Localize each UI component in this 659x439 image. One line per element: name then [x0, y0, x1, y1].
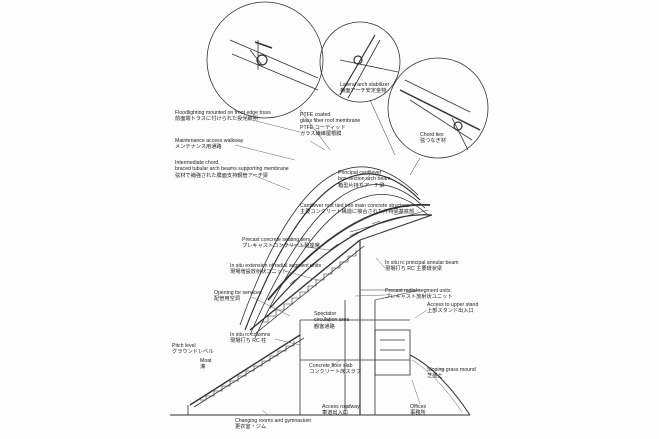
label-rc-columns: In situ rc columns 現場打ち RC 柱 — [230, 332, 270, 345]
label-concrete-floor-slab: Concrete floor slab コンクリート床スラブ — [309, 363, 361, 376]
label-intermediate-jp: 弦材で補強された膜面支持鋼管アーチ梁 — [175, 172, 269, 179]
label-access-upper-stand: Access to upper stand 上部スタンド出入口 — [427, 302, 478, 315]
label-changing-rooms: Changing rooms and gymnasium 更衣室・ジム — [235, 418, 311, 431]
label-offices: Offices 事務所 — [410, 404, 426, 417]
label-chord-ties: Chord ties 弦つなぎ材 — [420, 132, 446, 145]
label-pitch-en: Pitch level — [172, 343, 196, 349]
label-ptfe-jp1: PTFE コーティッド — [300, 124, 346, 131]
label-floor-slab-jp: コンクリート床スラブ — [309, 369, 361, 376]
label-columns-en: In situ rc columns — [230, 332, 271, 338]
label-radial-ext-en: In situ extension of radial segment unit… — [230, 263, 322, 269]
label-intermediate-en1: Intermediate chord, — [175, 160, 220, 166]
label-upper-stand-en: Access to upper stand — [427, 302, 479, 308]
label-annular-en: In situ rc principal annular beam — [385, 260, 459, 266]
label-maintenance-en: Maintenance access walkway — [175, 138, 244, 144]
label-principal-en2: box-section arch beam — [338, 176, 391, 183]
label-precast-seating-tiers: Precast concrete seating tiers プレキャストコンク… — [242, 237, 320, 250]
label-precast-radial-units: Precast radial segment units プレキャスト放射状ユニ… — [385, 288, 452, 301]
label-lateral-arch-stabilizer: Lateral arch stabilizer 横面アーチ安定金物 — [340, 82, 389, 95]
label-moat-en: Moat — [200, 358, 212, 364]
label-lateral-jp: 横面アーチ安定金物 — [340, 88, 387, 95]
label-access-roadway: Access roadway 車道出入口 — [322, 404, 360, 417]
label-floodlighting-jp: 前面端トラスに付けられた投光照明 — [175, 116, 258, 123]
label-moat-jp: 濠 — [200, 364, 206, 371]
label-ptfe-jp2: ガラス繊維屋根膜 — [300, 131, 342, 138]
label-floodlighting-en: Floodlighting mounted on front edge trus… — [175, 110, 271, 116]
label-principal-en1: Principal cantilever — [338, 170, 382, 176]
label-changing-jp: 更衣室・ジム — [235, 424, 267, 431]
label-chord-ties-en: Chord ties — [420, 132, 444, 138]
label-columns-jp: 現場打ち RC 柱 — [230, 338, 267, 345]
label-sloping-grass-mound: Sloping grass mound 芝盛土 — [427, 367, 476, 380]
label-moat: Moat 濠 — [200, 358, 212, 371]
label-grass-en: Sloping grass mound — [427, 367, 476, 373]
label-maintenance-walkway: Maintenance access walkway メンテナンス用通路 — [175, 138, 243, 151]
label-roadway-jp: 車道出入口 — [322, 410, 348, 417]
label-grass-jp: 芝盛土 — [427, 373, 443, 380]
label-circulation-en1: Spectator — [314, 311, 337, 317]
label-chord-ties-jp: 弦つなぎ材 — [420, 138, 446, 145]
label-floodlighting: Floodlighting mounted on front edge trus… — [175, 110, 271, 123]
label-ptfe-en2: glass fiber roof membrane — [300, 118, 361, 125]
label-maintenance-jp: メンテナンス用通路 — [175, 144, 222, 151]
label-circulation-jp: 観客通路 — [314, 323, 335, 330]
label-cantilever-root-en: Cantilever root tied into main concrete … — [300, 203, 409, 209]
label-annular-beam: In situ rc principal annular beam 現場打ち R… — [385, 260, 459, 273]
label-radial-extension: In situ extension of radial segment unit… — [230, 263, 321, 276]
detail-circle-left — [206, 1, 324, 119]
label-precast-tiers-en: Precast concrete seating tiers — [242, 237, 311, 243]
label-changing-en: Changing rooms and gymnasium — [235, 418, 312, 424]
label-cantilever-root: Cantilever root tied into main concrete … — [300, 203, 414, 216]
label-services-en: Opening for services — [214, 290, 262, 296]
label-radial-ext-jp: 現場増設放射状ユニット — [230, 269, 288, 276]
label-principal-cantilever: Principal cantilever box-section arch be… — [338, 170, 390, 189]
label-cantilever-root-jp: 主要コンクリート構造に接合された片持梁基底部 — [300, 209, 415, 216]
label-ptfe-en1: PTFE coated — [300, 112, 331, 118]
label-circulation-en2: circulation area — [314, 317, 350, 324]
label-annular-jp: 現場打ち RC 主要環状梁 — [385, 266, 443, 273]
label-spectator-circulation: Spectator circulation area 観客通路 — [314, 311, 349, 330]
label-lateral-en: Lateral arch stabilizer — [340, 82, 390, 88]
label-precast-tiers-jp: プレキャストコンクリート製座席 — [242, 243, 320, 250]
label-offices-jp: 事務所 — [410, 410, 426, 417]
label-pitch-jp: グラウンドレベル — [172, 349, 214, 356]
label-upper-stand-jp: 上部スタンド出入口 — [427, 308, 474, 315]
label-opening-services: Opening for services 配管用空洞 — [214, 290, 262, 303]
label-services-jp: 配管用空洞 — [214, 296, 240, 303]
detail-circle-middle — [319, 21, 401, 103]
label-intermediate-en2: braced tubular arch beams supporting mem… — [175, 166, 289, 173]
label-pitch-level: Pitch level グラウンドレベル — [172, 343, 214, 356]
label-roadway-en: Access roadway — [322, 404, 360, 410]
label-intermediate-chord: Intermediate chord, braced tubular arch … — [175, 160, 289, 179]
label-principal-jp: 箱型片持ちアーチ梁 — [338, 182, 385, 189]
label-precast-radial-en: Precast radial segment units — [385, 288, 451, 294]
label-precast-radial-jp: プレキャスト放射状ユニット — [385, 294, 453, 301]
label-offices-en: Offices — [410, 404, 427, 410]
detail-circle-right — [387, 57, 489, 159]
label-ptfe-membrane: PTFE coated glass fiber roof membrane PT… — [300, 112, 360, 138]
label-floor-slab-en: Concrete floor slab — [309, 363, 353, 369]
